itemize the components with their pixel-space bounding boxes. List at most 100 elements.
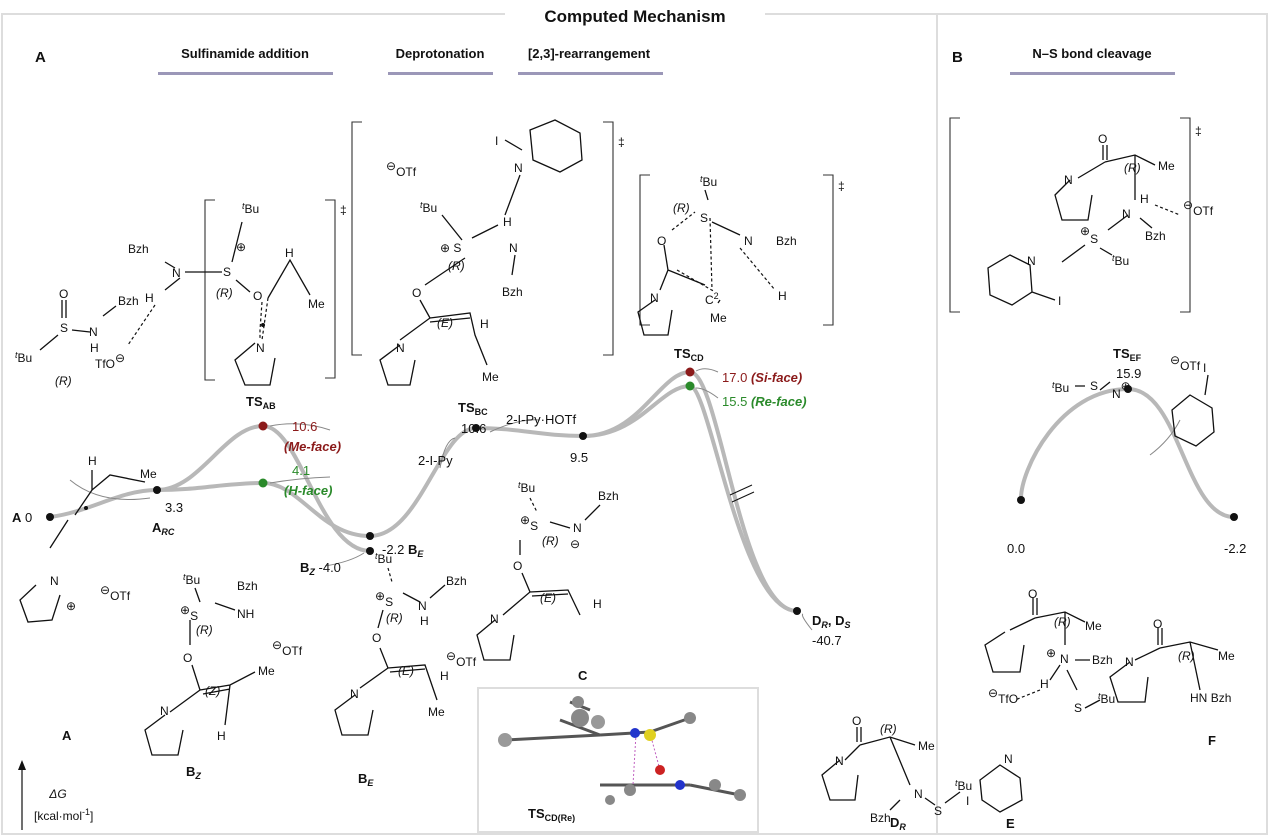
svg-text:Me: Me <box>918 739 935 753</box>
svg-text:(R): (R) <box>673 201 690 215</box>
value-tsef: 15.9 <box>1116 366 1141 381</box>
title-backdrop <box>505 3 765 27</box>
structure-ts-ef: O (R) Me N H ⊖OTf N ⊕S Bzh N tBu I <box>987 132 1214 308</box>
axis-arrow-icon <box>18 760 26 770</box>
point-be <box>366 532 374 540</box>
label-tscd: TSCD <box>674 346 704 363</box>
svg-text:N: N <box>1122 207 1131 221</box>
svg-text:N: N <box>1027 254 1036 268</box>
svg-text:H: H <box>593 597 602 611</box>
svg-text:BZ: BZ <box>186 764 201 781</box>
svg-text:Bzh: Bzh <box>870 811 891 825</box>
svg-text:⊕S: ⊕S <box>180 603 198 623</box>
svg-text:tBu: tBu <box>15 350 32 365</box>
label-dr-ds: DR, DS <box>812 613 851 630</box>
structure-be: tBu ⊕S N H Bzh (R) O (E) H Me ⊖OTf N BE <box>334 551 477 788</box>
label-tsef: TSEF <box>1113 346 1142 363</box>
svg-text:S: S <box>223 265 231 279</box>
value-d: -40.7 <box>812 633 842 648</box>
label-si-face: 17.0 (Si-face) <box>722 370 802 385</box>
svg-text:⊕S: ⊕S <box>375 589 393 609</box>
svg-text:(R): (R) <box>216 286 233 300</box>
structure-f: O (R) Me N HN Bzh F <box>1109 617 1235 748</box>
svg-text:O: O <box>1098 132 1107 146</box>
svg-text:Me: Me <box>1158 159 1175 173</box>
svg-text:N: N <box>835 754 844 768</box>
svg-text:(R): (R) <box>55 374 72 388</box>
svg-text:⊖OTf: ⊖OTf <box>272 638 303 658</box>
pointer-arrow <box>1149 419 1181 456</box>
figure-title: Computed Mechanism <box>544 7 725 26</box>
svg-text:BE: BE <box>358 771 374 788</box>
svg-text:TfO⊖: TfO⊖ <box>95 351 125 371</box>
svg-text:N: N <box>396 341 405 355</box>
svg-text:⊖OTf: ⊖OTf <box>1183 198 1214 218</box>
reagent-2-i-py: 2-I-Py <box>418 453 453 468</box>
svg-text:I: I <box>966 794 969 808</box>
svg-text:H: H <box>88 454 97 468</box>
svg-text:Bzh: Bzh <box>502 285 523 299</box>
pointer-arrow <box>69 479 151 501</box>
svg-text:O: O <box>253 289 262 303</box>
svg-text:O: O <box>657 234 666 248</box>
svg-text:I: I <box>1058 294 1061 308</box>
svg-text:O: O <box>59 287 68 301</box>
point-tscd-si <box>685 367 695 377</box>
svg-text:N: N <box>1125 655 1134 669</box>
svg-text:⊖OTf: ⊖OTf <box>1170 353 1201 373</box>
structure-c: tBu ⊕S N ⊖ Bzh (R) O (E) H N C <box>476 480 619 683</box>
svg-text:⊖OTf: ⊖OTf <box>386 159 417 179</box>
svg-text:O: O <box>1028 587 1037 601</box>
pointer-arrow <box>695 387 719 399</box>
svg-text:⊕ S: ⊕ S <box>440 241 461 255</box>
header-underlines <box>158 72 1175 75</box>
svg-text:N: N <box>1064 173 1073 187</box>
svg-text:H: H <box>217 729 226 743</box>
svg-text:(E): (E) <box>540 591 556 605</box>
point-tsab-me <box>258 421 268 431</box>
header-rearrangement: [2,3]-rearrangement <box>528 46 651 61</box>
byproduct-label: 2-I-Py·HOTf <box>506 412 576 427</box>
label-me-face: (Me-face) <box>284 439 341 454</box>
energy-axis: ΔG [kcal·mol-1] <box>18 760 93 830</box>
svg-text:(E): (E) <box>398 664 414 678</box>
be-counterion: ⊖OTf <box>446 649 477 669</box>
svg-text:Me: Me <box>482 370 499 384</box>
svg-text:O: O <box>513 559 522 573</box>
svg-text:Bzh: Bzh <box>237 579 258 593</box>
pointer-arrow <box>269 423 331 431</box>
svg-text:⊕S: ⊕S <box>520 513 538 533</box>
svg-text:N⊕: N⊕ <box>1112 379 1131 401</box>
svg-text:O: O <box>412 286 421 300</box>
svg-text:⊕S: ⊕S <box>1080 224 1098 246</box>
curve-ts-ef <box>1018 386 1236 519</box>
svg-text:I: I <box>1203 361 1206 375</box>
svg-text:(R): (R) <box>448 259 465 273</box>
svg-text:(R): (R) <box>1054 615 1071 629</box>
structure-ts-bc: ⊖OTf I N H tBu ⊕ S N (R) Bzh O (E) H N M… <box>379 119 583 386</box>
label-be: -2.2 BE <box>382 542 424 559</box>
svg-text:N: N <box>490 612 499 626</box>
svg-text:Bzh: Bzh <box>598 489 619 503</box>
svg-text:tBu: tBu <box>242 201 259 216</box>
svg-text:H: H <box>420 614 429 628</box>
point-tscd-re <box>685 381 695 391</box>
svg-text:ΔG: ΔG <box>48 787 66 801</box>
svg-text:Me: Me <box>258 664 275 678</box>
value-f: -2.2 <box>1224 541 1246 556</box>
point-tsbc <box>472 424 480 432</box>
value-e: 0.0 <box>1007 541 1025 556</box>
svg-text:(R): (R) <box>1178 649 1195 663</box>
axis-break-mark <box>729 484 753 496</box>
svg-text:C2: C2 <box>705 291 719 307</box>
svg-text:S: S <box>60 321 68 335</box>
svg-text:N: N <box>50 574 59 588</box>
svg-text:N: N <box>89 325 98 339</box>
label-a-zero: A 0 <box>12 510 32 525</box>
structure-bz: tBu ⊕S NH Bzh (R) ⊖OTf O (Z) Me H N BZ <box>144 572 303 781</box>
svg-text:F: F <box>1208 733 1216 748</box>
svg-text:tBu: tBu <box>518 480 535 495</box>
value-c: 9.5 <box>570 450 588 465</box>
structure-dr: O (R) Me N N Bzh S tBu DR <box>821 714 972 832</box>
svg-text:(R): (R) <box>542 534 559 548</box>
